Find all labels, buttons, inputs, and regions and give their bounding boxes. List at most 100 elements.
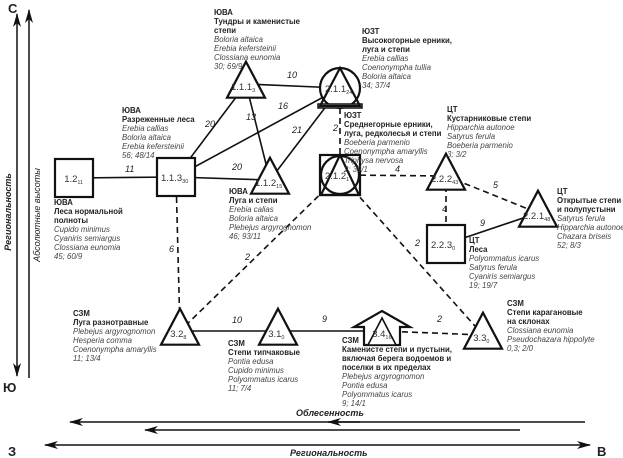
species-name: Boloria altaica — [214, 35, 264, 44]
habitat-stats: 30; 69/9 — [214, 62, 243, 71]
edge-weight: 21 — [291, 125, 302, 135]
species-name: Cupido minimus — [228, 366, 284, 375]
habitat-stats: 56; 48/14 — [122, 151, 155, 160]
node-code: 2.1.124 — [325, 84, 352, 96]
habitat-name: Открытые степи — [557, 196, 621, 205]
species-name: Erebia callias — [362, 54, 408, 63]
node-code: 1.1.215 — [255, 178, 282, 190]
species-name: Polyommatus icarus — [469, 254, 539, 263]
habitat-name: на склонах — [507, 317, 550, 326]
habitat-name: Луга и степи — [229, 196, 278, 205]
region-code: ЮЗТ — [362, 27, 380, 36]
species-name: Satyrus ferula — [557, 214, 606, 223]
edge-weight: 10 — [232, 315, 242, 325]
species-name: Clossiana eunomia — [214, 53, 281, 62]
habitat-stats: 19; 19/7 — [469, 281, 498, 290]
edge-weight: 13 — [246, 112, 256, 122]
species-name: Erebia kefersteinii — [122, 142, 184, 151]
habitat-name: луга и степи — [362, 45, 410, 54]
edge-weight: 16 — [278, 101, 288, 111]
edge-weight: 6 — [169, 244, 174, 254]
habitat-name: поселки в их пределах — [342, 363, 431, 372]
region-code: ЦТ — [557, 187, 568, 196]
habitat-stats: 2; 39/1 — [343, 165, 368, 174]
altitude-label: Абсолютные высоты — [32, 168, 42, 263]
node-3.2-triangle: 3.28 — [159, 306, 201, 346]
species-name: Hipparchia autonoe — [447, 123, 515, 132]
species-name: Triphysa nervosa — [344, 156, 404, 165]
node-code: 3.10 — [268, 329, 284, 341]
habitat-name: Высокогорные ерники, — [362, 36, 452, 45]
habitat-stats: 9; 14/1 — [342, 399, 366, 408]
node-1.1.2-triangle: 1.1.215 — [249, 155, 291, 195]
edge-weight: 9 — [480, 218, 485, 228]
habitat-stats: 3; 3/2 — [447, 150, 467, 159]
node-2.2.2-triangle: 2.2.243 — [425, 151, 467, 191]
node-code: 1.211 — [64, 174, 83, 186]
region-code: СЗМ — [342, 336, 359, 345]
species-name: Pontia edusa — [228, 357, 274, 366]
node-code: 1.1.330 — [161, 173, 188, 185]
node-2.1.2-square-circle-triangle: 2.1.21 — [318, 152, 362, 197]
region-code: ЮВА — [122, 106, 141, 115]
species-name: Hipparchia autonoe — [557, 223, 623, 232]
edge-weight: 5 — [493, 180, 499, 190]
habitat-name: Луга разнотравные — [73, 318, 149, 327]
south-label: Ю — [3, 380, 16, 395]
habitat-name: Тундры и каменистые — [214, 17, 301, 26]
species-name: Pontia edusa — [342, 381, 388, 390]
region-code: ЦТ — [469, 236, 480, 245]
species-name: Polyommatus icarus — [342, 390, 412, 399]
habitat-stats: 52; 8/3 — [557, 241, 582, 250]
node-1.1.3-square: 1.1.330 — [155, 156, 197, 198]
edge-weight: 11 — [125, 164, 134, 174]
node-code: 2.1.21 — [325, 171, 349, 183]
edge-weight: 9 — [322, 314, 327, 324]
node-code: 2.2.30 — [431, 240, 455, 252]
species-name: Boloria altaica — [122, 133, 172, 142]
edge-3.4-3.3 — [381, 330, 484, 336]
edge-2.1.2-3.2 — [179, 174, 341, 332]
habitat-name: Степи карагановые — [507, 308, 583, 317]
region-code: ЦТ — [447, 105, 458, 114]
species-name: Coenonympha amaryllis — [73, 345, 157, 354]
edge-weight: 20 — [231, 162, 242, 172]
region-code: ЮЗТ — [344, 111, 362, 120]
node-3.3-triangle: 3.30 — [462, 310, 504, 350]
node-2.2.3-square: 2.2.30 — [425, 223, 467, 265]
habitat-name: полноты — [54, 216, 88, 225]
species-name: Satyrus ferula — [447, 132, 496, 141]
edge-weight: 2 — [332, 123, 338, 133]
region-code: СЗМ — [507, 299, 524, 308]
west-label: З — [8, 444, 16, 458]
species-name: Chazara briseis — [557, 232, 611, 241]
habitat-name: степи — [214, 26, 236, 35]
species-name: Polyommatus icarus — [228, 375, 298, 384]
node-1.2-square: 1.211 — [53, 157, 95, 199]
habitat-name: Степи типчаковые — [228, 348, 301, 357]
species-name: Erebia kefersteinii — [214, 44, 276, 53]
node-3.1-triangle: 3.10 — [257, 306, 299, 346]
edge-2.2.2-2.2.1 — [445, 175, 539, 214]
habitat-stats: 11; 13/4 — [73, 354, 101, 363]
species-name: Plebejus argyrognomon — [342, 372, 424, 381]
species-name: Erebia callias — [122, 124, 168, 133]
node-code: 2.2.148 — [523, 211, 550, 223]
region-code: СЗМ — [228, 339, 245, 348]
region-code: ЮВА — [54, 198, 73, 207]
region-code: ЮВА — [214, 8, 233, 17]
forest-cover-label: Облесенность — [296, 408, 364, 418]
habitat-name: включая берега водоемов и — [342, 354, 451, 363]
habitat-name: и полупустыни — [557, 205, 616, 214]
species-name: Coenonympha amaryllis — [344, 147, 428, 156]
species-name: Clossiana eunomia — [507, 326, 574, 335]
species-name: Plebejus argyrognomon — [229, 223, 311, 232]
